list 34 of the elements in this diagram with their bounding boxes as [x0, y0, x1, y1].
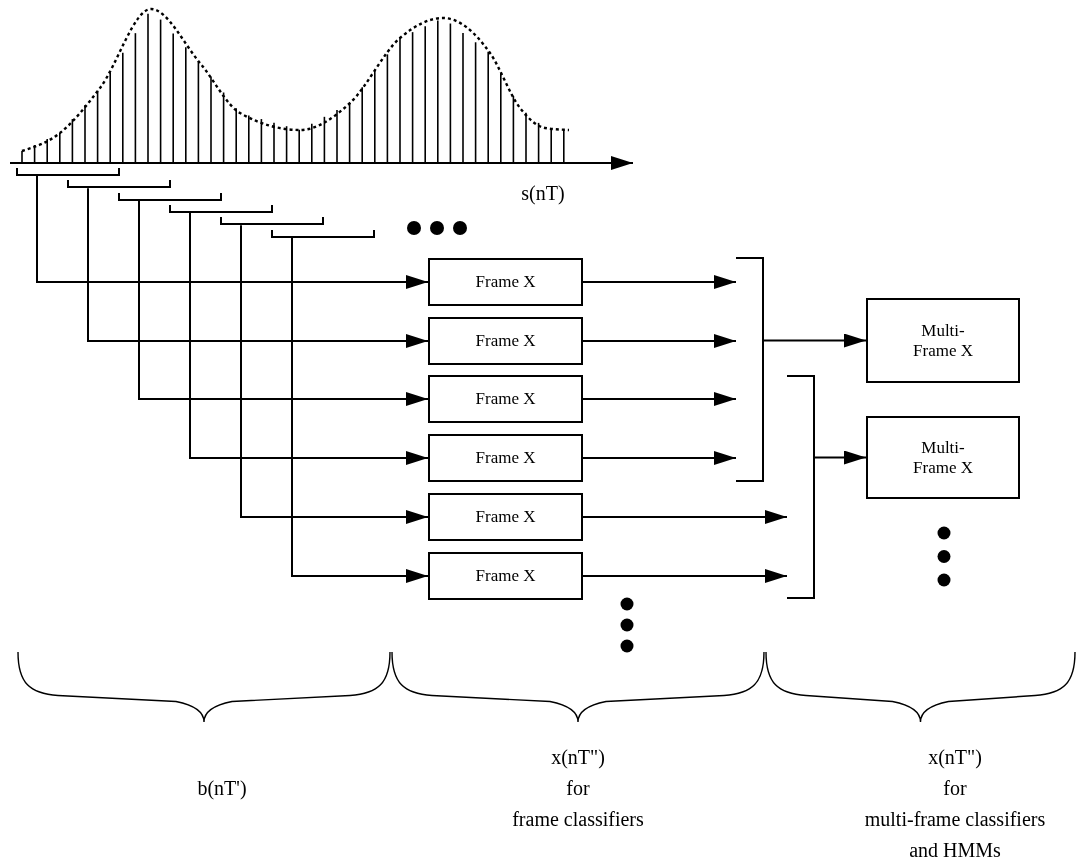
arrow	[138, 199, 429, 406]
arrow	[582, 510, 788, 524]
grouping-bracket	[787, 375, 815, 599]
window-bracket	[271, 229, 375, 238]
window-bracket	[16, 168, 120, 176]
arrow	[87, 187, 429, 348]
window-bracket	[169, 204, 273, 213]
caption-label: b(nT')	[197, 776, 247, 802]
axis-label: s(nT)	[521, 181, 565, 207]
arrow	[582, 569, 788, 583]
multi-frame-box: Multi-Frame X	[866, 298, 1020, 383]
frame-box: Frame X	[428, 258, 583, 306]
arrow	[291, 236, 429, 583]
frame-box: Frame X	[428, 317, 583, 365]
arrow	[240, 224, 429, 524]
arrow	[36, 175, 429, 289]
frame-box: Frame X	[428, 493, 583, 541]
grouping-bracket	[736, 257, 764, 482]
arrow	[814, 450, 867, 465]
arrow	[582, 334, 737, 348]
window-bracket	[67, 180, 171, 189]
arrow	[582, 392, 737, 406]
window-bracket	[220, 217, 324, 226]
arrow	[582, 451, 737, 465]
frame-box: Frame X	[428, 434, 583, 482]
caption-label: x(nT") for frame classifiers	[512, 745, 644, 832]
multi-frame-box: Multi-Frame X	[866, 416, 1020, 499]
frame-box: Frame X	[428, 552, 583, 600]
arrow	[189, 211, 429, 465]
arrow	[763, 333, 867, 348]
window-bracket	[118, 192, 222, 201]
frame-box: Frame X	[428, 375, 583, 423]
caption-label: x(nT") for multi-frame classifiers and HMMs	[864, 745, 1046, 863]
arrow	[582, 275, 737, 289]
